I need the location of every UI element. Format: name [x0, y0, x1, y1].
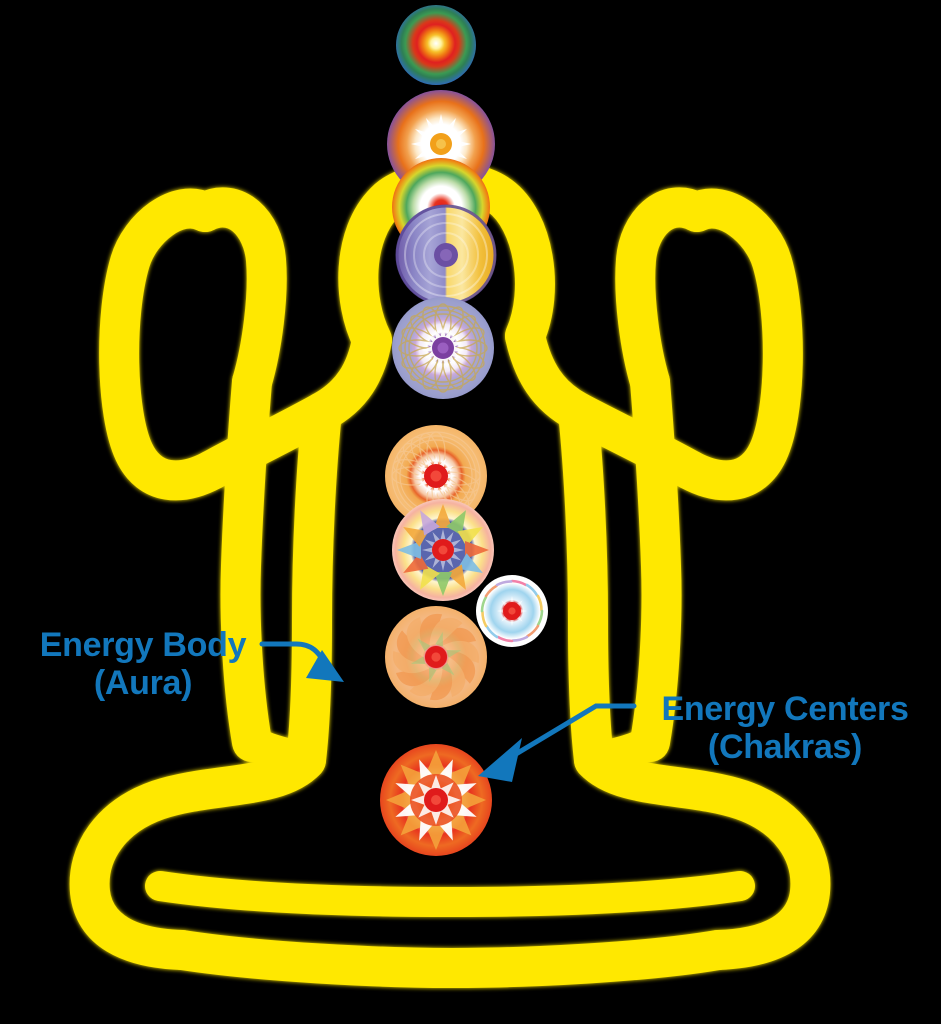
aura-outline — [69, 161, 831, 988]
energy-centers-label: Energy Centers (Chakras) — [640, 690, 930, 766]
energy-centers-label-line1: Energy Centers — [661, 690, 909, 728]
left-leg-outline — [69, 740, 326, 970]
energy-centers-label-line2: (Chakras) — [707, 728, 863, 767]
right-leg-outline — [574, 740, 831, 970]
energy-body-label: Energy Body (Aura) — [8, 626, 278, 702]
chakra-arrow — [478, 703, 637, 782]
energy-body-label-line2: (Aura) — [93, 664, 193, 703]
seat-base-outline — [162, 930, 738, 988]
left-seat-shelf — [145, 871, 467, 917]
right-forearm-outline — [630, 362, 682, 762]
torso-side-left-outline — [286, 392, 342, 780]
right-seat-shelf — [437, 871, 755, 917]
left-knee-notch — [235, 725, 323, 777]
root-lotus-star — [386, 750, 486, 850]
solar-plexus-petals — [392, 613, 480, 701]
energy-body-label-line1: Energy Body — [39, 626, 247, 664]
left-forearm-outline — [220, 362, 272, 762]
right-fist-outline — [615, 187, 717, 402]
left-fist-outline — [185, 187, 287, 402]
thymus-swirl — [480, 579, 544, 643]
third-eye-weave — [398, 303, 488, 393]
torso-side-right-outline — [558, 392, 614, 780]
right-arm-outline — [670, 188, 803, 501]
right-knee-notch — [577, 725, 667, 777]
heart-rainbow-petals — [397, 504, 489, 596]
aura-arrow — [259, 641, 344, 682]
transpersonal-point — [396, 5, 476, 85]
left-arm-outline — [99, 188, 232, 501]
